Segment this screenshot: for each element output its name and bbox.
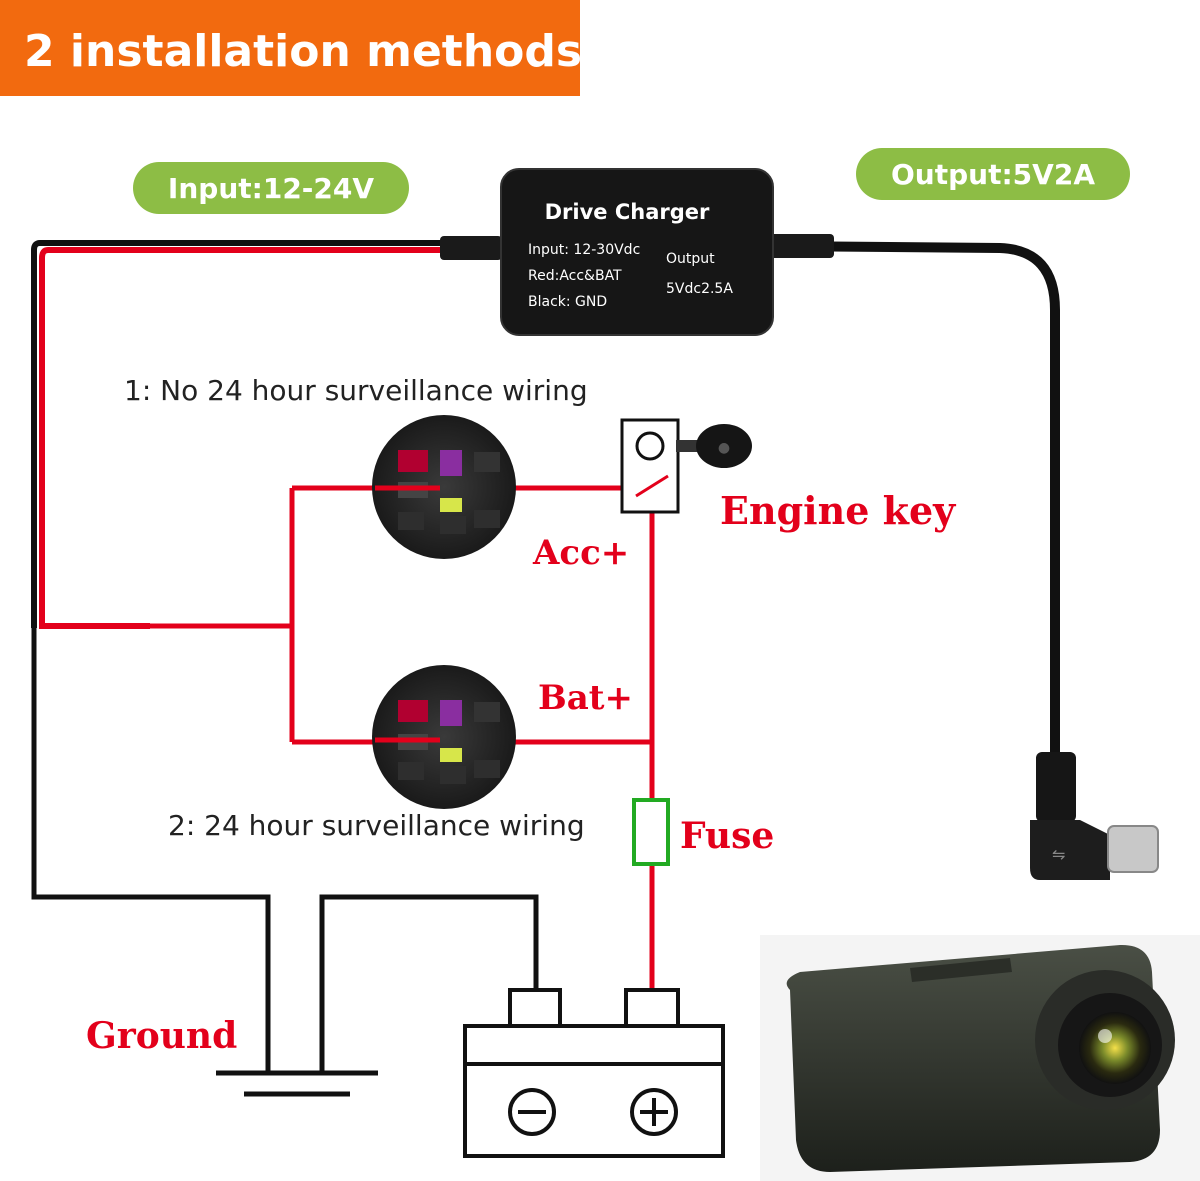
- plus-icon-lines: [640, 1098, 668, 1126]
- charger-output-label: Output: [666, 251, 715, 267]
- cable-strain-relief-right: [768, 234, 834, 258]
- cable-strain-relief-left: [440, 236, 502, 260]
- battery-body: [463, 1024, 725, 1158]
- switch-contact: [635, 474, 669, 498]
- acc-label: Acc+: [532, 533, 629, 573]
- usb-symbol-icon: ⇋: [1052, 845, 1065, 864]
- input-black-wire-top: [31, 240, 500, 628]
- output-cable: [769, 241, 1060, 760]
- usb-plug-metal: [1107, 825, 1159, 873]
- input-badge: Input:12-24V: [133, 162, 409, 214]
- ground-wiring: [31, 626, 539, 1097]
- ground-wire-left: [31, 626, 271, 1072]
- engine-key-label: Engine key: [720, 488, 956, 533]
- ground-label: Ground: [86, 1015, 237, 1057]
- output-badge: Output:5V2A: [856, 148, 1130, 200]
- fuse-label: Fuse: [680, 815, 774, 857]
- header-banner: 2 installation methods: [0, 0, 582, 96]
- svg-text:●: ●: [718, 440, 730, 456]
- output-badge-label: Output:5V2A: [891, 158, 1095, 191]
- charger-title: Drive Charger: [545, 200, 710, 224]
- method-2-label: 2: 24 hour surveillance wiring: [168, 809, 585, 842]
- battery: [463, 988, 725, 1158]
- page-title: 2 installation methods: [24, 26, 582, 77]
- red-wiring: [150, 485, 655, 990]
- input-badge-label: Input:12-24V: [168, 172, 374, 205]
- fuse-box-bat: [372, 665, 516, 809]
- charger-output-value: 5Vdc2.5A: [666, 281, 733, 297]
- battery-positive-terminal: [624, 988, 680, 1028]
- bat-label: Bat+: [538, 678, 633, 718]
- charger-spec-input: Input: 12-30Vdc: [528, 242, 640, 258]
- fuse-box-acc: [372, 415, 516, 559]
- input-red-wire-top: [39, 247, 500, 629]
- charger-spec-red: Red:Acc&BAT: [528, 268, 622, 284]
- battery-negative-wire: [319, 894, 539, 1072]
- ignition-switch: ●: [620, 418, 752, 514]
- method-1-label: 1: No 24 hour surveillance wiring: [124, 374, 588, 407]
- fuse-symbol: [632, 798, 670, 866]
- banner-background: [0, 0, 580, 96]
- usb-connector: ⇋: [1030, 752, 1159, 880]
- car-key-icon: [696, 424, 752, 468]
- battery-negative-terminal: [508, 988, 562, 1028]
- charger-box: Drive Charger Input: 12-30Vdc Red:Acc&BA…: [500, 168, 774, 336]
- key-slot-icon: [635, 431, 665, 461]
- charger-spec-black: Black: GND: [528, 294, 607, 310]
- camera-lens: [1079, 1012, 1151, 1084]
- dash-camera-image: [760, 935, 1200, 1181]
